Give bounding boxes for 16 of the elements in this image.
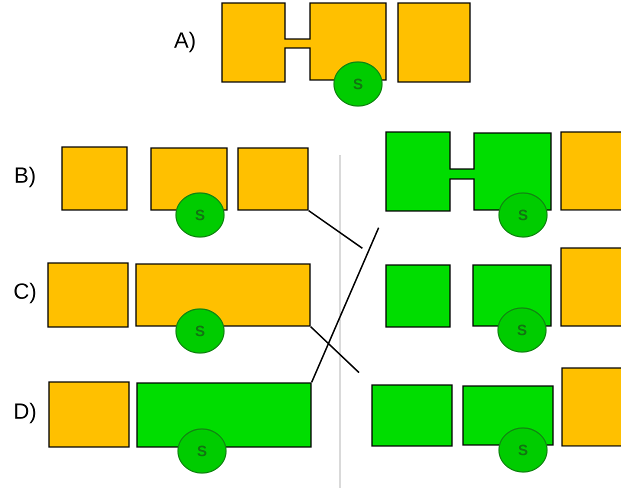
row-label: B) — [16, 166, 35, 188]
block — [385, 264, 451, 328]
block — [48, 381, 130, 448]
block — [371, 384, 453, 447]
block — [237, 147, 309, 211]
block — [47, 262, 129, 328]
crossover-line — [310, 227, 380, 383]
row-label: A) — [174, 32, 195, 52]
block — [397, 2, 471, 83]
crossover-line — [310, 326, 360, 374]
block — [61, 146, 128, 211]
block — [561, 367, 621, 447]
block — [135, 263, 311, 327]
block — [560, 131, 621, 211]
block — [560, 247, 621, 327]
crossover-line — [308, 210, 363, 249]
